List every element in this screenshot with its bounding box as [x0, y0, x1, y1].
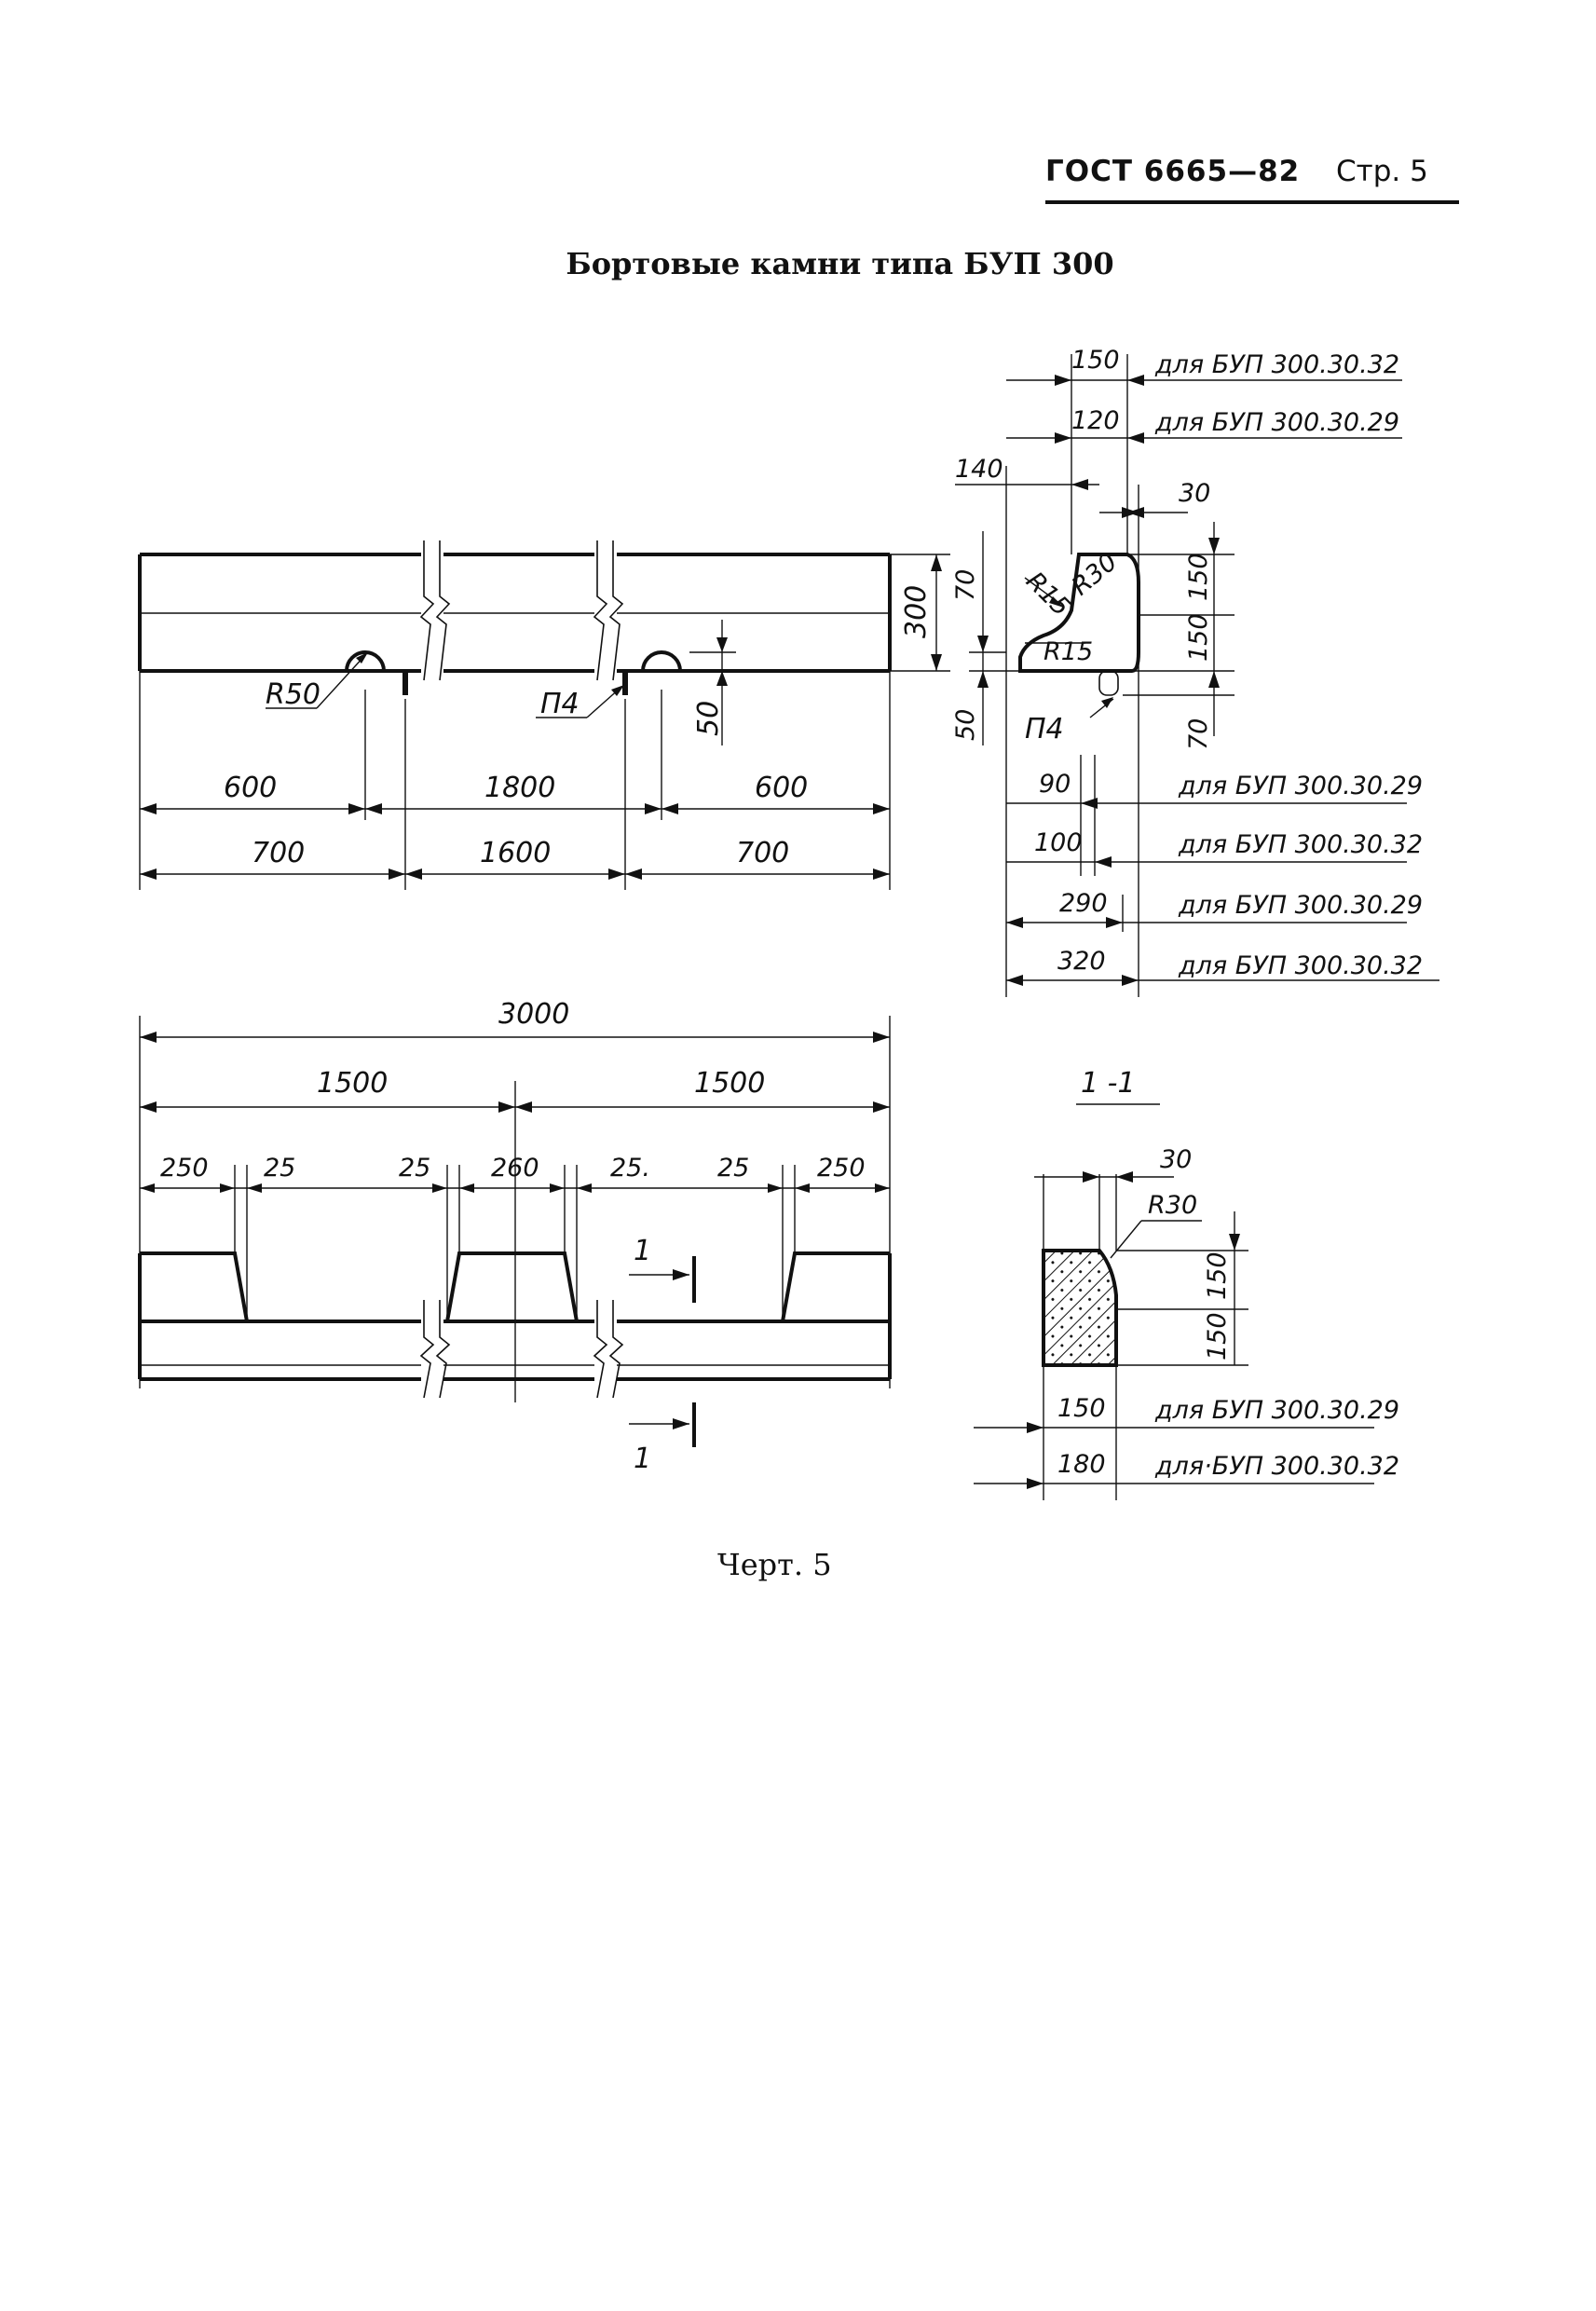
section-mark-top: [629, 1256, 696, 1303]
profile-top-note-2: для БУП 300.30.29: [1154, 408, 1399, 437]
section-radius: R30: [1148, 1191, 1197, 1220]
profile-top-note-1: для БУП 300.30.32: [1154, 350, 1399, 379]
section-hatched-body: [1042, 1249, 1118, 1367]
header-rule: [1045, 200, 1459, 204]
profile-left-dim-1: 140: [955, 455, 1003, 484]
section-title: 1 -1: [1081, 1067, 1136, 1100]
notch-right: [641, 650, 682, 672]
break-line-bottom-left: [419, 1300, 451, 1399]
plan-radius-label: R50: [266, 678, 321, 711]
notch-left: [345, 650, 386, 672]
bottom-seg-2: 25: [264, 1154, 295, 1183]
plan-dim-lower-1: 700: [252, 837, 305, 869]
bottom-seg-7: 250: [817, 1154, 866, 1183]
profile-top-dim-1: 150: [1071, 346, 1120, 375]
profile-bottom-dim-1: 90: [1039, 770, 1071, 799]
plan-notch-depth: 50: [692, 701, 725, 736]
drawing-title: Бортовые камни типа БУП 300: [566, 246, 1114, 281]
profile-bottom-note-1: для БУП 300.30.29: [1178, 772, 1423, 800]
profile-bottom-dim-4: 320: [1057, 947, 1106, 976]
bottom-seg-6: 25: [717, 1154, 749, 1183]
section-view: 1 -1 30 R30 150 150 15: [974, 1067, 1399, 1500]
profile-bottom-note-2: для БУП 300.30.32: [1178, 830, 1423, 859]
loop-left: [402, 671, 408, 695]
section-top-dim: 30: [1160, 1145, 1192, 1174]
bottom-half-2: 1500: [694, 1067, 765, 1100]
profile-right-dim-1: 30: [1179, 479, 1210, 508]
break-line-left: [419, 540, 451, 681]
plan-loop-label: П4: [540, 688, 580, 720]
bottom-view: 3000 1500 1500 250 25 25 260 25. 25 250 …: [138, 998, 892, 1475]
section-mark-label-bottom: 1: [634, 1443, 651, 1475]
section-width-note-1: для БУП 300.30.29: [1154, 1396, 1399, 1425]
profile-outline: [1018, 553, 1140, 673]
plan-dim-upper-1: 600: [224, 772, 277, 804]
profile-left-dim-3: 50: [951, 709, 980, 741]
bottom-seg-1: 250: [160, 1154, 209, 1183]
profile-view: 150 для БУП 300.30.32 120 для БУП 300.30…: [951, 346, 1439, 997]
break-line-bottom-right: [593, 1300, 624, 1399]
plan-height: 300: [900, 585, 933, 638]
profile-loop-label: П4: [1025, 713, 1064, 745]
profile-radius-3: R15: [1044, 637, 1093, 666]
profile-bottom-dim-3: 290: [1059, 889, 1108, 918]
section-width-2: 180: [1057, 1450, 1106, 1479]
plan-dim-lower-2: 1600: [480, 837, 551, 869]
profile-loop: [1098, 670, 1119, 696]
bottom-seg-4: 260: [491, 1154, 539, 1183]
section-mark-label-top: 1: [634, 1235, 651, 1267]
profile-bottom-note-3: для БУП 300.30.29: [1178, 891, 1423, 920]
profile-bottom-note-4: для БУП 300.30.32: [1178, 951, 1423, 980]
profile-right-dim-2: 150: [1184, 553, 1213, 601]
break-line-right: [593, 540, 624, 681]
bottom-half-1: 1500: [317, 1067, 388, 1100]
bottom-total: 3000: [498, 998, 569, 1031]
drawing-caption: Черт. 5: [717, 1547, 832, 1582]
profile-bottom-dim-2: 100: [1034, 828, 1083, 857]
section-width-note-2: для·БУП 300.30.32: [1154, 1452, 1399, 1481]
page-number: Стр. 5: [1336, 155, 1428, 188]
plan-dim-upper-3: 600: [755, 772, 808, 804]
bottom-seg-3: 25: [399, 1154, 430, 1183]
standard-number: ГОСТ 6665—82: [1045, 155, 1301, 188]
profile-right-dim-3: 150: [1184, 613, 1213, 662]
plan-dimension-lines: [139, 671, 891, 890]
loop-right: [622, 671, 628, 695]
plan-dim-upper-2: 1800: [484, 772, 555, 804]
profile-left-dim-2: 70: [951, 569, 980, 601]
plan-dim-lower-3: 700: [736, 837, 789, 869]
profile-top-dim-2: 120: [1071, 406, 1120, 435]
plan-view: R50 П4 50 300 600 1800 600 700 1600 700: [138, 540, 950, 890]
section-height-1: 150: [1203, 1251, 1232, 1300]
profile-right-dim-4: 70: [1184, 718, 1213, 750]
section-height-2: 150: [1203, 1312, 1232, 1361]
profile-radius-1: R15: [1020, 567, 1075, 622]
bottom-seg-5: 25.: [610, 1154, 650, 1183]
section-mark-bottom: [629, 1402, 696, 1447]
section-width-1: 150: [1057, 1394, 1106, 1423]
